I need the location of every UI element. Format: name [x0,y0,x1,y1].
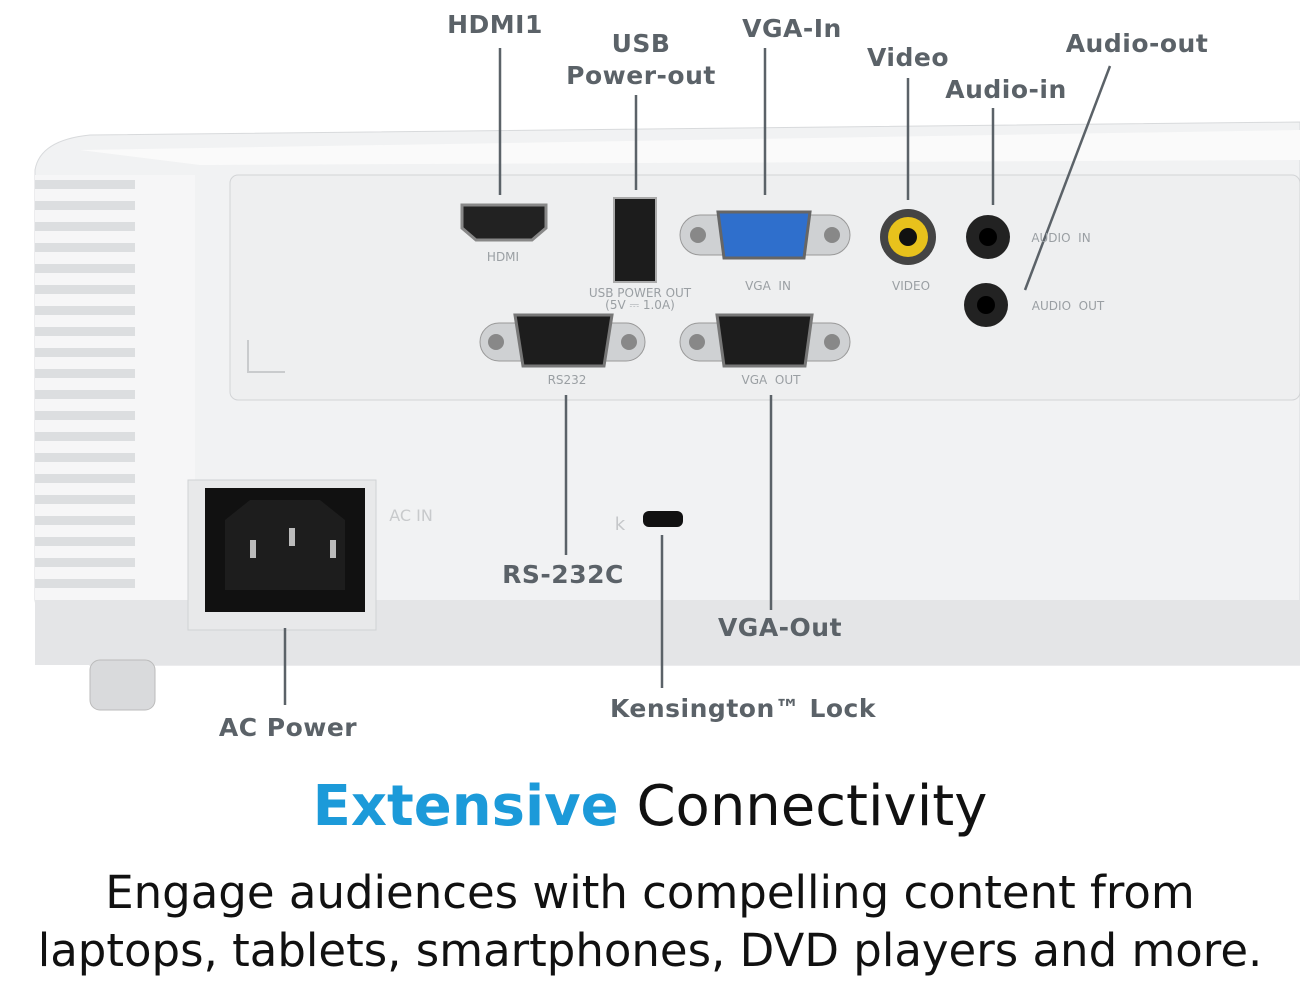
vent-slat [35,516,135,525]
vent-slat [35,537,135,546]
description-line-2: laptops, tablets, smartphones, DVD playe… [37,924,1263,977]
callout-usb-line1: USB [611,29,671,58]
panel-label-audio-in: AUDIO IN [1031,231,1091,245]
vent-slat [35,180,135,189]
vent-slat [35,369,135,378]
vent-slat [35,558,135,567]
vent-slat [35,222,135,231]
headline-highlight: Extensive [312,774,619,839]
panel-label-rs232: RS232 [547,373,587,387]
projector-foot [89,659,156,711]
panel-label-video: VIDEO [891,279,931,293]
vent-slat [35,348,135,357]
vent-slat [35,432,135,441]
callout-audio-in: Audio-in [945,75,1067,104]
panel-label-usb-line2: (5V ⎓ 1.0A) [605,298,675,312]
vent-slat [35,285,135,294]
callout-video: Video [866,43,950,72]
vent-slat [35,243,135,252]
vga-in-port [716,210,812,260]
callout-lines [283,48,1112,705]
kensington-slot [643,511,683,527]
panel-label-vga-out: VGA OUT [741,373,801,387]
callout-usb-power-out: USB Power-out [566,28,716,92]
hdmi-port [460,203,548,242]
vent-slat [35,306,135,315]
callout-usb-line2: Power-out [566,61,716,90]
vent-slat [35,453,135,462]
panel-label-ac-in: AC IN [389,506,433,525]
callout-kensington-lock: Kensington™ Lock [609,694,877,723]
svg-text:k: k [615,514,626,535]
vent-slat [35,411,135,420]
vent-slat [35,495,135,504]
headline-rest: Connectivity [636,774,988,839]
vent-slat [35,474,135,483]
vent-slat [35,390,135,399]
vent-slat [35,264,135,273]
callout-rs232c: RS-232C [502,560,624,589]
panel-label-usb-line1: USB POWER OUT [588,286,692,300]
vent-slat [35,327,135,336]
vent-slat [35,579,135,588]
headline: Extensive Connectivity [0,772,1300,842]
panel-label-usb: USB POWER OUT(5V ⎓ 1.0A) [589,287,691,311]
vga-out-port [715,313,814,368]
vent-grille [35,175,195,600]
usb-port [613,197,657,283]
callout-audio-out: Audio-out [1065,29,1209,58]
callout-vga-in: VGA-In [742,14,842,43]
panel-label-hdmi: HDMI [486,250,520,264]
vent-slat [35,201,135,210]
callout-vga-out: VGA-Out [717,613,843,642]
description-line-1: Engage audiences with compelling content… [105,866,1195,919]
callout-hdmi1: HDMI1 [447,10,543,39]
callout-ac-power: AC Power [218,713,358,742]
rs232-port [513,313,614,368]
panel-label-vga-in: VGA IN [745,279,791,293]
panel-label-audio-out: AUDIO OUT [1031,299,1105,313]
